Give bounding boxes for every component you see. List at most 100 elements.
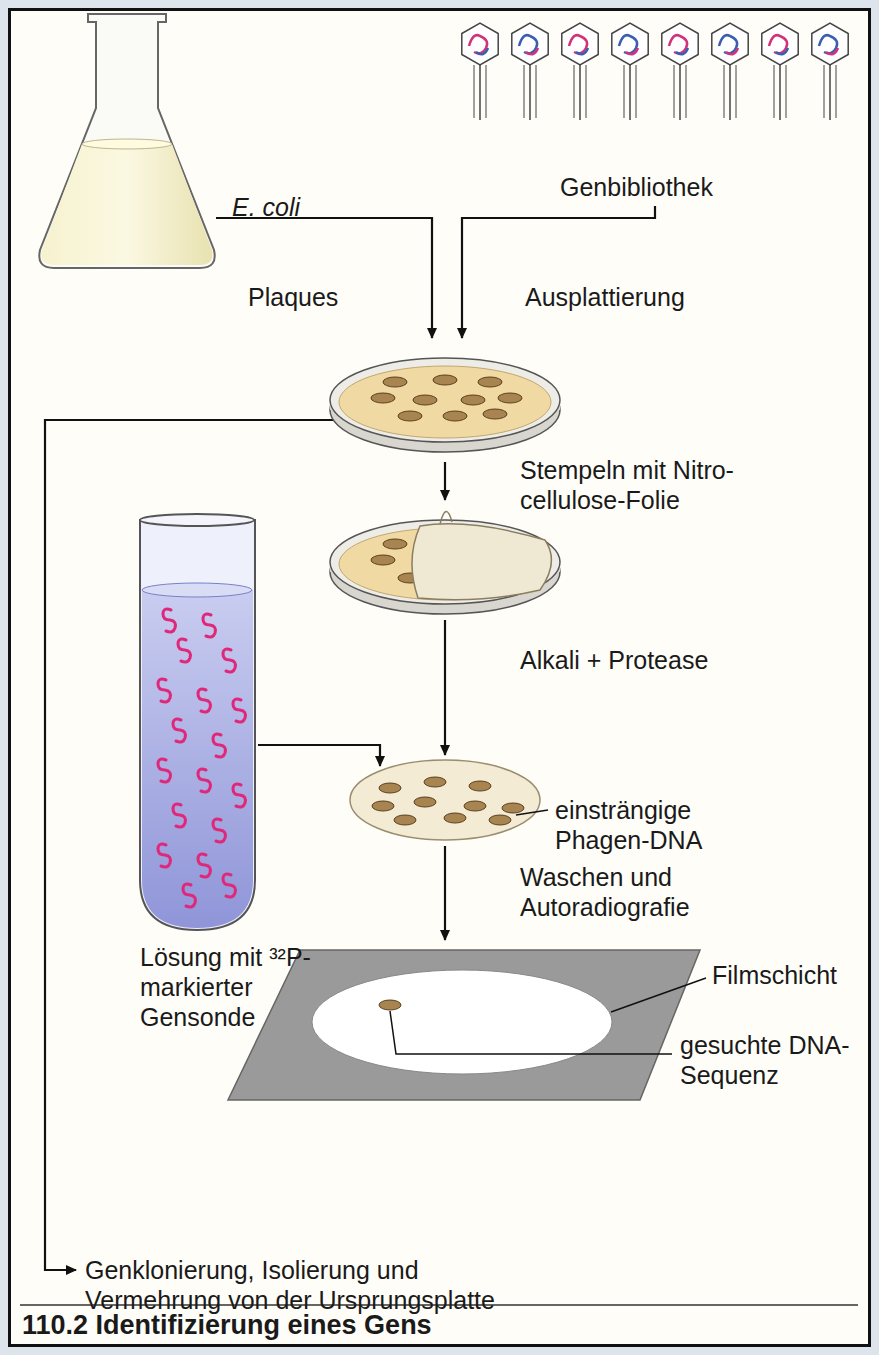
phage-head	[462, 23, 498, 65]
gene-probe	[223, 874, 235, 897]
filter-imprint	[312, 970, 612, 1074]
phage-dna-spot	[394, 815, 416, 825]
arrow	[444, 620, 446, 755]
phage-tail	[629, 65, 631, 120]
arrow	[258, 745, 380, 766]
phage-tail	[724, 65, 725, 118]
plaque	[433, 375, 457, 385]
phage-tail	[586, 65, 587, 118]
nitrocellulose-filter	[350, 760, 540, 840]
phage-dna	[626, 48, 638, 54]
gene-probe	[213, 734, 225, 757]
plaque	[398, 411, 422, 421]
organism-label: E. coli	[232, 192, 300, 222]
phage-dna-spot	[464, 801, 486, 811]
test-tube	[140, 520, 255, 930]
phage-head	[762, 23, 798, 65]
phage-dna-spot	[424, 777, 446, 787]
film-layer	[228, 950, 700, 1100]
phage-head	[612, 23, 648, 65]
solution-label: Lösung mit ³²P-markierter Gensonde	[140, 942, 320, 1032]
part-label: Filmschicht	[712, 960, 837, 990]
phage-dna	[526, 48, 538, 54]
phage-dna	[469, 35, 487, 53]
gene-probe	[158, 844, 170, 867]
phage-dna-spot	[372, 801, 394, 811]
flask-liquid-surface	[82, 139, 172, 149]
phage-head	[512, 23, 548, 65]
arrow	[444, 846, 446, 940]
arrow	[444, 462, 446, 500]
phage-head	[662, 23, 698, 65]
gene-probe	[173, 719, 185, 742]
plaque	[383, 539, 407, 549]
phage-tail	[524, 65, 525, 118]
phage-tail	[829, 65, 831, 120]
figure-caption: 110.2 Identifizierung eines Gens	[22, 1310, 432, 1340]
phage-tail	[736, 65, 737, 118]
nitrocellulose-foil	[412, 524, 551, 600]
leader-line	[390, 1011, 672, 1054]
phage-tail	[774, 65, 775, 118]
gene-probe	[158, 759, 170, 782]
gene-probe	[203, 614, 215, 637]
phage-tail	[836, 65, 837, 118]
plaque	[478, 377, 502, 387]
phage-dna-spot	[502, 803, 524, 813]
plaque	[371, 555, 395, 565]
petri-dish-rim	[330, 358, 560, 442]
gene-probe	[233, 784, 245, 807]
leader-line	[611, 978, 706, 1012]
phage-dna	[619, 35, 637, 53]
library-label: Genbibliothek	[560, 172, 713, 202]
result-label: gesuchte DNA-Sequenz	[680, 1030, 855, 1090]
plaque	[371, 393, 395, 403]
phage-tail	[824, 65, 825, 118]
phage-dna	[669, 35, 687, 53]
plaque	[413, 395, 437, 405]
phage-dna	[826, 48, 838, 54]
phage-tail	[574, 65, 575, 118]
phage-dna	[819, 35, 837, 53]
phage-dna-spot	[444, 813, 466, 823]
phage-tail	[674, 65, 675, 118]
phage-tail	[786, 65, 787, 118]
phage-head	[712, 23, 748, 65]
petri-dish-rim	[330, 520, 560, 604]
phage-tail	[686, 65, 687, 118]
phage-tail	[579, 65, 581, 120]
arrows	[45, 206, 655, 1270]
gene-probe	[158, 679, 170, 702]
phage-dna-spot	[414, 797, 436, 807]
gene-probe	[213, 819, 225, 842]
gene-probe	[178, 639, 190, 662]
step-label: Waschen und Autoradiografie	[520, 862, 720, 922]
phage-tail	[624, 65, 625, 118]
gene-probe	[198, 689, 210, 712]
signal-spot	[379, 1000, 401, 1010]
tube-rim	[140, 514, 254, 526]
phage-tail	[486, 65, 487, 118]
phage-dna	[726, 48, 738, 54]
arrow	[216, 218, 432, 338]
phage-dna	[569, 35, 587, 53]
gene-probe	[183, 884, 195, 907]
gene-probe	[173, 804, 185, 827]
step-label: Alkali + Protease	[520, 645, 708, 675]
phage-dna-spot	[469, 781, 491, 791]
phage-tail	[529, 65, 531, 120]
arrow	[462, 206, 655, 338]
phage-tail	[536, 65, 537, 118]
plate-label: Plaques	[248, 282, 338, 312]
step-label: Ausplattierung	[525, 282, 685, 312]
phage-tail	[636, 65, 637, 118]
plaque	[461, 395, 485, 405]
phage-head	[562, 23, 598, 65]
gene-probe	[198, 854, 210, 877]
plaque	[383, 377, 407, 387]
solution-surface	[142, 583, 252, 597]
phage-dna-spot	[379, 783, 401, 793]
phage-tail	[679, 65, 681, 120]
gene-probe	[233, 699, 245, 722]
